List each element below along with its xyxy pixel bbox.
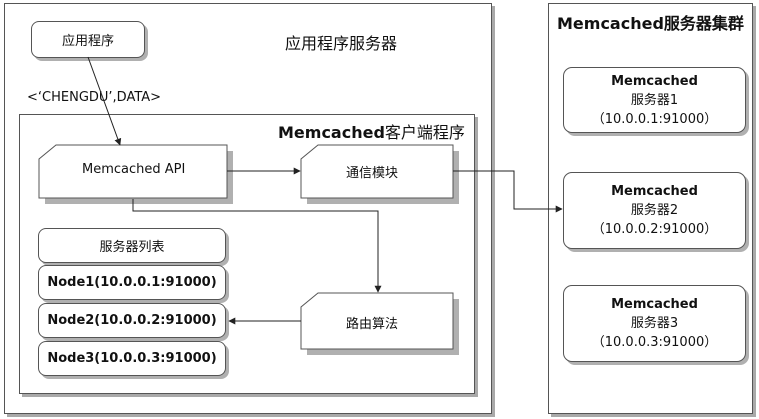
server-list-node-2: Node2(10.0.0.2:91000) (38, 303, 226, 338)
cluster-server-2: Memcached 服务器2 （10.0.0.2:91000） (563, 172, 746, 249)
routing-card-shape (300, 292, 454, 350)
comm-module-label: 通信模块 (346, 166, 399, 181)
cluster-title-bold: Memcached (557, 14, 664, 33)
client-program-title: Memcached客户端程序 (278, 119, 465, 143)
server-3-name: Memcached (611, 297, 698, 312)
server-2-addr: （10.0.0.2:91000） (591, 222, 718, 237)
server-3-addr: （10.0.0.3:91000） (591, 335, 718, 350)
server-1-label: 服务器1 (630, 92, 679, 108)
client-title-bold: Memcached (278, 123, 385, 142)
node-3-label: Node3(10.0.0.3:91000) (47, 351, 217, 366)
cluster-server-3: Memcached 服务器3 （10.0.0.3:91000） (563, 285, 746, 362)
server-1-name: Memcached (611, 73, 698, 89)
client-title-rest: 客户端程序 (384, 123, 465, 142)
arrow-comm-to-server2 (453, 170, 563, 213)
server-list-header-label: 服务器列表 (99, 240, 165, 255)
arrow-app-to-api (87, 56, 122, 146)
server-list-node-3: Node3(10.0.0.3:91000) (38, 341, 226, 376)
server-2-label: 服务器2 (630, 203, 679, 218)
app-server-title: 应用程序服务器 (285, 34, 398, 53)
server-3-label: 服务器3 (630, 316, 679, 331)
cluster-title: Memcached服务器集群 (557, 10, 744, 34)
server-1-addr: （10.0.0.1:91000） (591, 111, 718, 127)
routing-module-label: 路由算法 (346, 317, 399, 332)
api-module-label: Memcached API (82, 162, 186, 177)
server-list-node-1: Node1(10.0.0.1:91000) (38, 265, 226, 300)
server-list-header: 服务器列表 (38, 228, 226, 263)
comm-card-shape (300, 144, 454, 199)
request-label: <‘CHENGDU’,DATA> (27, 90, 162, 105)
cluster-title-rest: 服务器集群 (663, 14, 744, 33)
cluster-server-1: Memcached 服务器1 （10.0.0.1:91000） (563, 67, 746, 133)
arrow-api-to-routing (132, 199, 382, 293)
api-card-shape (38, 144, 228, 199)
node-2-label: Node2(10.0.0.2:91000) (47, 313, 217, 328)
node-1-label: Node1(10.0.0.1:91000) (47, 275, 217, 290)
server-2-name: Memcached (611, 184, 698, 199)
application-box-label: 应用程序 (61, 34, 114, 49)
